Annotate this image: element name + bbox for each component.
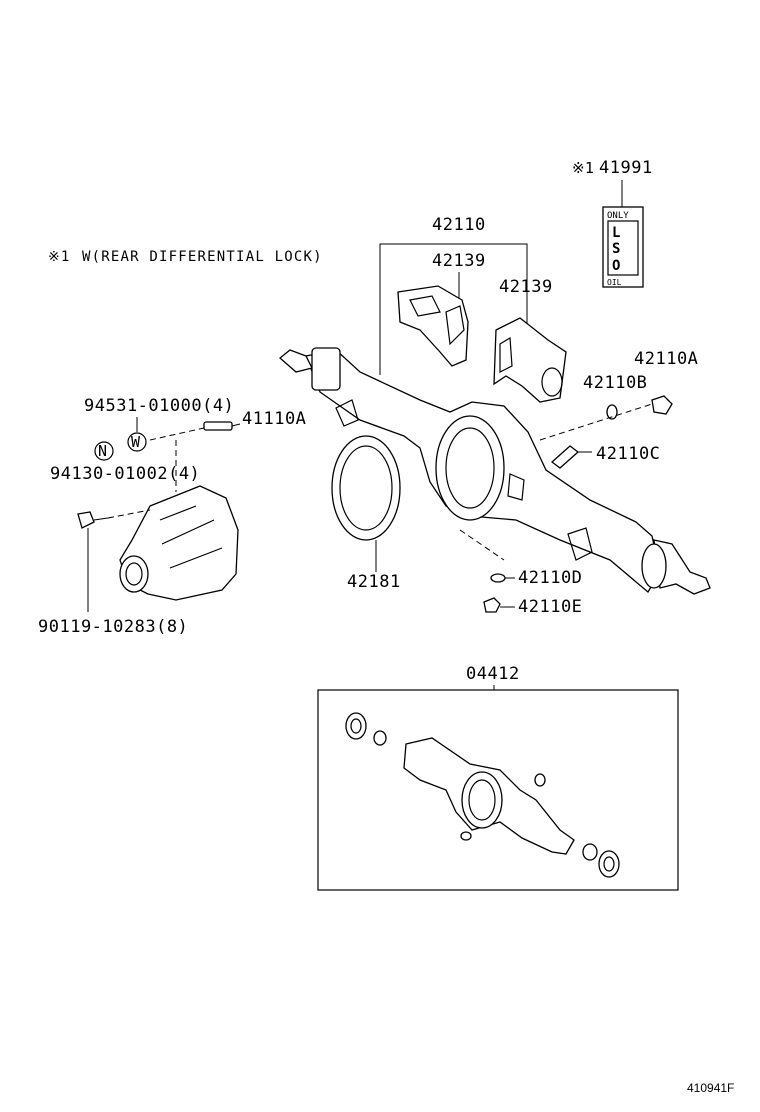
label-04412[interactable]: 04412 xyxy=(466,664,520,684)
plate-oil-text: OIL xyxy=(607,278,622,287)
note-marker: ※1 xyxy=(48,249,71,265)
plate-only-text: ONLY xyxy=(607,211,629,221)
leader-stud-dashed xyxy=(149,427,205,441)
label-42139-left[interactable]: 42139 xyxy=(432,251,486,271)
washer-42110B xyxy=(606,404,618,420)
label-94130[interactable]: 94130-01002(4) xyxy=(50,464,200,484)
lock-actuator-left xyxy=(397,285,469,367)
washer-w-symbol xyxy=(127,432,147,452)
figure-code: 410941F xyxy=(687,1081,734,1095)
badge-n: N xyxy=(98,442,107,460)
gasket-42181 xyxy=(331,435,401,541)
breather-plug-42110C xyxy=(550,445,592,469)
label-42110[interactable]: 42110 xyxy=(432,215,486,235)
lock-actuator-right xyxy=(493,317,567,403)
plate-l: L xyxy=(612,225,620,241)
plate-s: S xyxy=(612,241,620,257)
label-41991[interactable]: 41991 xyxy=(599,158,653,178)
label-42139-right[interactable]: 42139 xyxy=(499,277,553,297)
bracket-42110 xyxy=(379,243,528,375)
rear-axle-housing xyxy=(278,347,711,595)
leader-42110A-dashed xyxy=(539,403,653,441)
label-42110B[interactable]: 42110B xyxy=(583,373,647,393)
kit-04412-box xyxy=(317,689,679,891)
label-42110D[interactable]: 42110D xyxy=(518,568,582,588)
stud-41110A xyxy=(203,421,241,431)
label-42110A[interactable]: 42110A xyxy=(634,349,698,369)
leader-42110D-dashed xyxy=(459,529,505,561)
label-41991-marker: ※1 xyxy=(572,159,594,177)
badge-w: W xyxy=(131,433,141,451)
label-42181[interactable]: 42181 xyxy=(347,572,401,592)
label-94531[interactable]: 94531-01000(4) xyxy=(84,396,234,416)
leader-bolt-dashed xyxy=(107,509,151,519)
label-42110E[interactable]: 42110E xyxy=(518,597,582,617)
lso-oil-plate: ONLY L S O OIL xyxy=(602,206,644,288)
plug-42110E xyxy=(483,597,501,613)
plate-o: O xyxy=(612,258,620,274)
bolt-90119 xyxy=(77,511,109,529)
label-42110C[interactable]: 42110C xyxy=(596,444,660,464)
differential-carrier xyxy=(119,485,239,601)
washer-42110D xyxy=(490,573,506,583)
kit-04412-contents xyxy=(345,712,620,878)
label-90119[interactable]: 90119-10283(8) xyxy=(38,617,188,637)
label-41110A[interactable]: 41110A xyxy=(242,409,306,429)
note-text: W(REAR DIFFERENTIAL LOCK) xyxy=(82,249,323,265)
plug-42110A xyxy=(651,395,673,415)
nut-n-symbol xyxy=(94,441,114,461)
